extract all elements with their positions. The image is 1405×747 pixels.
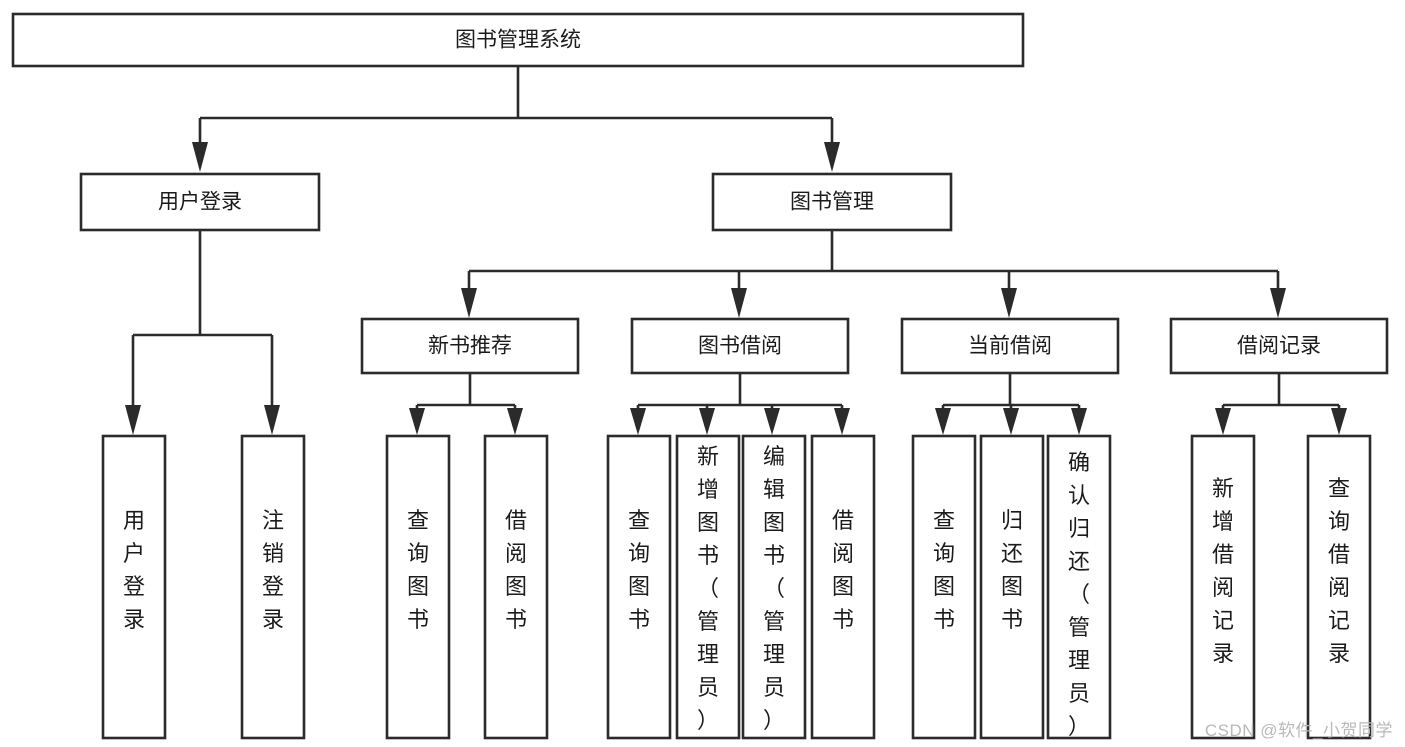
node-leaf-user-logout[interactable]: 注销登录: [240, 434, 306, 740]
node-leaf-add-book-label: 新增图书（管理员）: [697, 444, 719, 733]
node-book-management[interactable]: 图书管理: [711, 172, 953, 232]
node-leaf-edit-book[interactable]: 编辑图书（管理员）: [741, 434, 807, 740]
arrow-head-icon: [1003, 408, 1019, 435]
node-new-book-recommend[interactable]: 新书推荐: [360, 317, 580, 375]
node-leaf-borrow-book-1-box[interactable]: [483, 434, 549, 740]
arrow-head-icon: [699, 408, 715, 435]
node-leaf-user-login[interactable]: 用户登录: [101, 434, 167, 740]
node-leaf-return-book-box[interactable]: [979, 434, 1045, 740]
arrow-head-icon: [1001, 288, 1017, 318]
node-leaf-borrow-book-2-box[interactable]: [810, 434, 876, 740]
node-book-borrow-label: 图书借阅: [698, 335, 782, 358]
arrow-head-icon: [824, 142, 840, 172]
node-current-borrow-label: 当前借阅: [968, 335, 1052, 358]
node-leaf-confirm-return[interactable]: 确认归还（管理员）: [1046, 434, 1112, 740]
node-leaf-query-book-3-label: 查询图书: [933, 508, 955, 632]
node-new-book-recommend-label: 新书推荐: [428, 335, 512, 358]
node-leaf-borrow-book-2[interactable]: 借阅图书: [810, 434, 876, 740]
arrow-head-icon: [935, 408, 951, 435]
node-leaf-query-book-2-label: 查询图书: [628, 508, 650, 632]
node-book-management-label: 图书管理: [790, 191, 874, 214]
node-current-borrow-box[interactable]: [900, 317, 1120, 375]
node-leaf-return-book-label: 归还图书: [1001, 508, 1023, 632]
node-leaf-return-book[interactable]: 归还图书: [979, 434, 1045, 740]
node-leaf-add-record-label: 新增借阅记录: [1212, 476, 1234, 666]
node-user-login-label: 用户登录: [158, 191, 242, 214]
node-leaf-borrow-book-1[interactable]: 借阅图书: [483, 434, 549, 740]
node-new-book-recommend-box[interactable]: [360, 317, 580, 375]
node-leaf-query-book-2[interactable]: 查询图书: [606, 434, 672, 740]
node-user-login[interactable]: 用户登录: [79, 172, 321, 232]
node-leaf-edit-book-box[interactable]: [741, 434, 807, 740]
node-leaf-query-book-1-label: 查询图书: [407, 508, 429, 632]
connector-borrow-record-to-leaves: [1215, 373, 1347, 435]
node-leaf-confirm-return-box[interactable]: [1046, 434, 1112, 740]
node-leaf-add-book[interactable]: 新增图书（管理员）: [675, 434, 741, 740]
node-leaf-query-book-3[interactable]: 查询图书: [911, 434, 977, 740]
node-leaf-borrow-book-2-label: 借阅图书: [832, 508, 854, 632]
arrow-head-icon: [264, 405, 280, 435]
node-leaf-query-record[interactable]: 查询借阅记录: [1306, 434, 1372, 740]
arrow-head-icon: [192, 142, 208, 172]
node-leaf-add-record[interactable]: 新增借阅记录: [1190, 434, 1256, 740]
node-leaf-user-logout-box[interactable]: [240, 434, 306, 740]
node-leaf-confirm-return-label: 确认归还（管理员）: [1068, 450, 1090, 739]
node-book-borrow[interactable]: 图书借阅: [630, 317, 850, 375]
node-leaf-query-book-3-box[interactable]: [911, 434, 977, 740]
node-leaf-user-login-box[interactable]: [101, 434, 167, 740]
node-leaf-query-record-box[interactable]: [1306, 434, 1372, 740]
connector-book-borrow-to-leaves: [630, 373, 850, 435]
node-leaf-user-logout-label: 注销登录: [262, 508, 284, 632]
node-leaf-query-book-1-box[interactable]: [385, 434, 451, 740]
node-leaf-query-record-label: 查询借阅记录: [1328, 476, 1350, 666]
node-leaf-add-book-box[interactable]: [675, 434, 741, 740]
arrow-head-icon: [1331, 408, 1347, 435]
node-leaf-borrow-book-1-label: 借阅图书: [505, 508, 527, 632]
arrow-head-icon: [764, 408, 780, 435]
node-user-login-box[interactable]: [79, 172, 321, 232]
node-root-label: 图书管理系统: [455, 29, 581, 52]
node-leaf-query-book-1[interactable]: 查询图书: [385, 434, 451, 740]
node-root[interactable]: 图书管理系统: [11, 12, 1025, 68]
arrow-head-icon: [409, 408, 425, 435]
arrow-head-icon: [461, 288, 477, 318]
connector-book-management-to-level3: [461, 230, 1286, 318]
connector-current-borrow-to-leaves: [935, 373, 1087, 435]
arrow-head-icon: [1270, 288, 1286, 318]
node-leaf-query-book-2-box[interactable]: [606, 434, 672, 740]
node-current-borrow[interactable]: 当前借阅: [900, 317, 1120, 375]
arrow-head-icon: [125, 405, 141, 435]
connector-user-login-to-leaves: [125, 230, 280, 435]
node-borrow-record-label: 借阅记录: [1237, 335, 1321, 358]
arrow-head-icon: [630, 408, 646, 435]
arrow-head-icon: [834, 408, 850, 435]
connector-root-to-level2: [192, 66, 840, 172]
arrow-head-icon: [1215, 408, 1231, 435]
node-root-box[interactable]: [11, 12, 1025, 68]
node-leaf-edit-book-label: 编辑图书（管理员）: [763, 444, 785, 733]
arrow-head-icon: [731, 288, 747, 318]
connector-new-book-recommend-to-leaves: [409, 373, 523, 435]
arrow-head-icon: [1071, 408, 1087, 435]
node-borrow-record[interactable]: 借阅记录: [1169, 317, 1389, 375]
node-leaf-user-login-label: 用户登录: [123, 508, 145, 632]
node-leaf-add-record-box[interactable]: [1190, 434, 1256, 740]
arrow-head-icon: [507, 408, 523, 435]
